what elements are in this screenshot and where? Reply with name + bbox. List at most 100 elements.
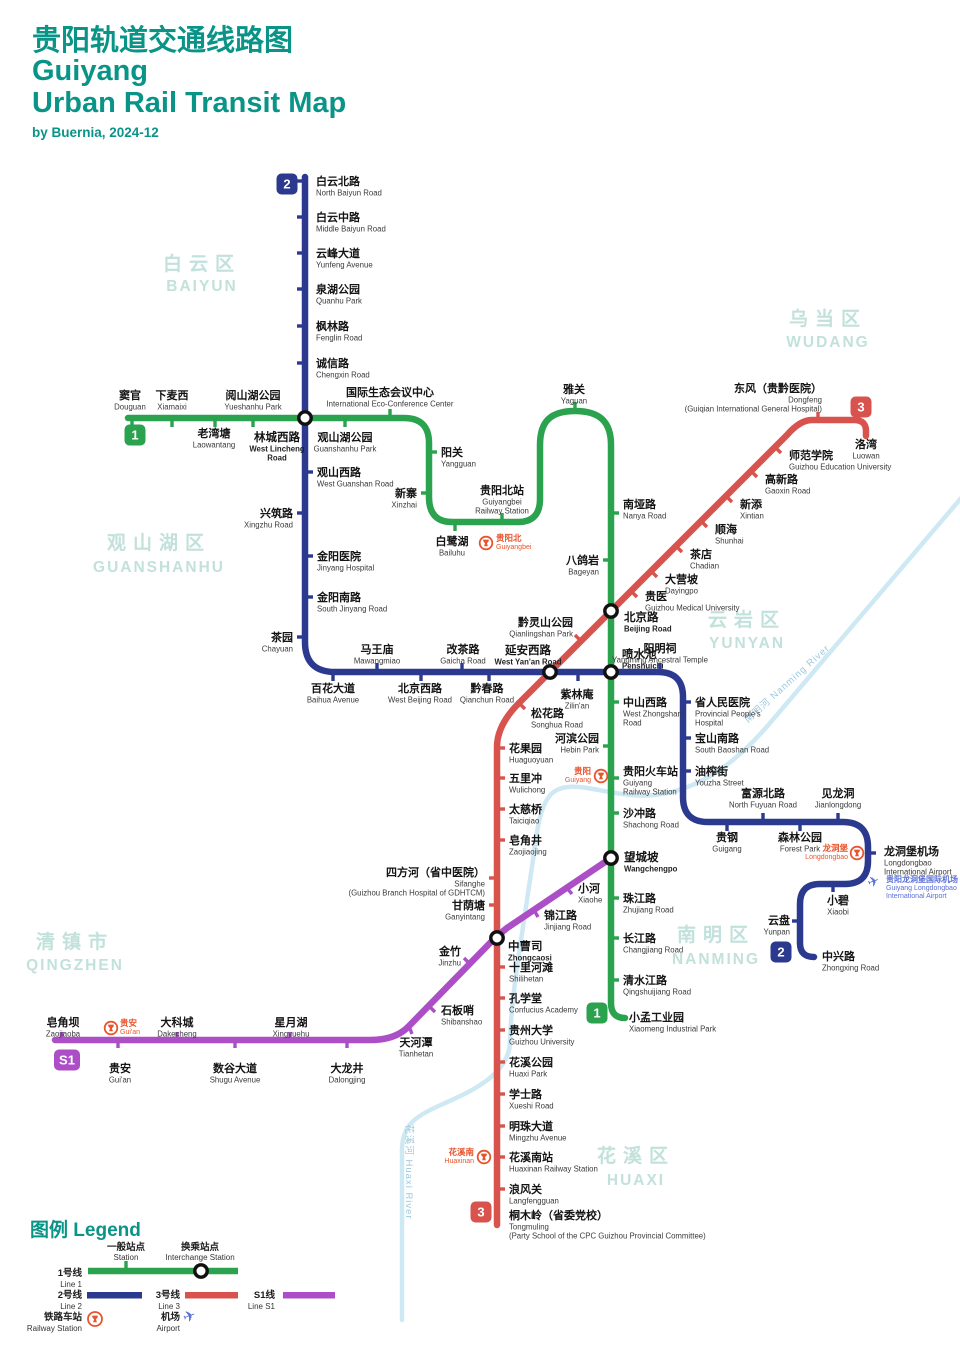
station-name-zh: 松花路 <box>531 706 565 720</box>
railway-station-name-en: Huaxinan <box>444 1158 474 1165</box>
railway-station-icon <box>87 1311 103 1327</box>
legend-airport-label-zh: 机场 <box>161 1311 181 1323</box>
station-name-en: Songhua Road <box>531 721 583 730</box>
line-badge: 1 <box>586 1002 608 1024</box>
legend-item-en: Line S1 <box>248 1302 276 1311</box>
station-name-zh: 延安西路 <box>504 643 551 657</box>
station-name-zh: 贵阳北站 <box>480 483 524 497</box>
station-name-zh: 阅山湖公园 <box>226 388 281 402</box>
station-name-zh: 窦官 <box>119 388 141 402</box>
station-tick <box>773 445 783 455</box>
railway-station-icon <box>849 845 865 861</box>
station-name-en: Xiaohe <box>578 896 602 905</box>
station-name-zh: 天河潭 <box>400 1035 433 1049</box>
station-name-en: Gaoxin Road <box>765 487 811 496</box>
legend-station-label-en: Station <box>114 1253 139 1262</box>
legend-station-label-zh: 一般站点 <box>107 1241 146 1253</box>
station-name-zh: 金阳医院 <box>316 549 361 563</box>
railway-station-name-en: Guiyangbei <box>496 544 532 551</box>
station-name-zh: 甘荫塘 <box>452 898 485 912</box>
station-name-en: Laowantang <box>193 441 236 450</box>
station-name-en: (Guizhou Branch Hospital of GDHTCM) <box>349 889 486 898</box>
station-tick <box>517 701 527 711</box>
station-name-zh: 观山湖公园 <box>318 430 373 444</box>
station-name-en: Mawangmiao <box>354 657 401 666</box>
legend-item-en: Line 1 <box>60 1280 82 1289</box>
station-name-zh: 茶店 <box>689 547 712 561</box>
railway-station-name-zh: 花溪南 <box>448 1147 474 1157</box>
station-name-en: Forest Park <box>780 845 820 854</box>
station: 桐木岭（省委党校）Tongmuling(Party School of the … <box>509 1208 706 1241</box>
station-name-zh: 花果园 <box>509 741 542 755</box>
river-name: 花溪河 Huaxi River <box>403 1124 415 1219</box>
station-tick <box>674 544 684 554</box>
district-name-en: WUDANG <box>786 334 869 351</box>
station-name-en: Guizhou Medical University <box>645 604 740 613</box>
station-name-en: Tongmuling <box>509 1223 549 1232</box>
station-name-en: Dongfeng <box>788 396 822 405</box>
station-name-en: Chadian <box>690 562 719 571</box>
station-name-en: Dakecheng <box>157 1030 196 1039</box>
station-name-en: Guizhou University <box>509 1038 575 1047</box>
station-name-en: Yangming Ancestral Temple <box>612 656 708 665</box>
station-name-zh: 皂角井 <box>509 833 542 847</box>
interchange-marker <box>603 603 619 619</box>
station-name-en: Beijing Road <box>624 625 672 634</box>
district-name-en: HUAXI <box>607 1172 665 1189</box>
station-name-en: International Airport <box>884 868 952 877</box>
station-name-en: Railway Station <box>475 507 529 516</box>
station-name-zh: 老湾塘 <box>197 426 231 440</box>
page-title-en-1: Guiyang <box>32 55 149 88</box>
airplane-icon: ✈ <box>865 872 881 891</box>
station-name-en: Zhujiang Road <box>623 906 674 915</box>
station-name-en: West Lincheng <box>249 445 305 454</box>
station-name-zh: 新添 <box>740 497 763 511</box>
line-badge-number: 3 <box>857 400 864 415</box>
airport-name: Guiyang Longdongbao <box>886 885 957 892</box>
legend-item-en: Line 2 <box>60 1302 82 1311</box>
station-tick <box>699 519 709 529</box>
station-name-en: Road <box>623 719 642 728</box>
station-name-en: Sifanghe <box>454 880 485 889</box>
station-name-en: West Zhongshan <box>623 710 682 719</box>
station-name-zh: 白鹭湖 <box>436 534 469 548</box>
station-name-en: Xueshi Road <box>509 1102 554 1111</box>
page-title-en-2: Urban Rail Transit Map <box>32 86 347 119</box>
station-name-zh: 珠江路 <box>623 891 657 905</box>
station-name-zh: 八鸽岩 <box>565 553 599 567</box>
station-tick <box>532 909 540 918</box>
station-name-zh: 新寨 <box>395 486 417 500</box>
station-name-zh: 清水江路 <box>623 973 668 987</box>
district-name-en: GUANSHANHU <box>93 559 225 576</box>
